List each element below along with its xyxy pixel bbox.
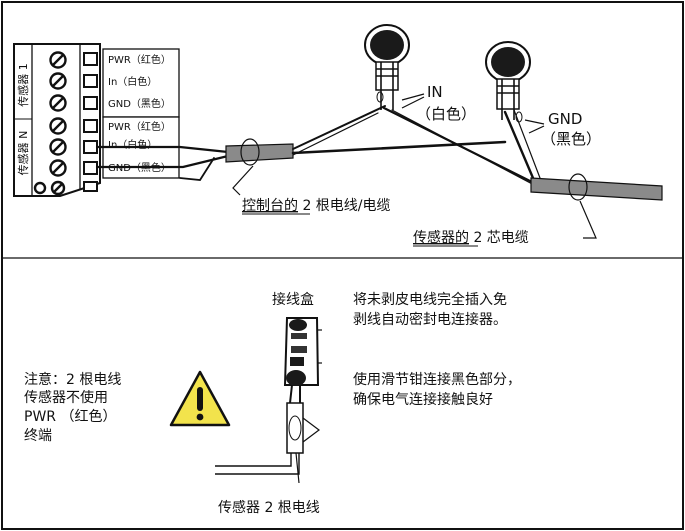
terminal-label-pwr-1: PWR（红色） — [108, 53, 171, 66]
wire-labels: IN （白色） GND （黑色） — [401, 83, 601, 148]
connector-detail-title: 接线盒 — [272, 291, 314, 308]
terminal-label-in-n: In（白色） — [108, 138, 157, 151]
wires — [95, 105, 663, 201]
console-cable-label: 控制台的 2 根电线/电缆 — [242, 198, 391, 214]
instruction-1-line-1: 将未剥皮电线完全插入免 — [353, 291, 507, 308]
connector-gnd — [485, 41, 531, 123]
warning-line-1: 注意：2 根电线 — [24, 371, 121, 388]
gnd-label: GND — [548, 110, 582, 128]
terminal-slots — [83, 52, 98, 192]
gnd-color-label: （黑色） — [541, 130, 601, 148]
warning-triangle-icon — [169, 370, 231, 427]
sensor-wires-label: 传感器 2 根电线 — [218, 499, 320, 516]
sensor-cable-label: 传感器的 2 芯电缆 — [413, 229, 529, 246]
instruction-1-line-2: 剥线自动密封电连接器。 — [353, 311, 507, 328]
instruction-2-line-1: 使用滑节钳连接黑色部分， — [353, 371, 521, 388]
terminal-label-pwr-n: PWR（红色） — [108, 120, 171, 133]
terminal-block: 传感器 1 传感器 N PWR（红色） — [13, 43, 180, 197]
sensor-n-group-label: 传感器 N — [17, 131, 30, 176]
sensor-1-group-label: 传感器 1 — [17, 63, 30, 107]
terminal-labels: PWR（红色） In（白色） GND（黑色） PWR（红色） In（白色） GN… — [102, 48, 180, 179]
in-label: IN — [427, 83, 443, 101]
terminal-screws — [33, 51, 67, 196]
warning-line-2: 传感器不使用 — [24, 389, 108, 406]
connector-detail: 接线盒 传感器 2 根电线 — [215, 291, 322, 516]
instructions: 将未剥皮电线完全插入免 剥线自动密封电连接器。 使用滑节钳连接黑色部分， 确保电… — [353, 291, 521, 408]
warning-line-4: 终端 — [24, 428, 52, 444]
terminal-label-gnd-1: GND（黑色） — [108, 97, 171, 110]
instruction-2-line-2: 确保电气连接接触良好 — [353, 391, 493, 408]
warning-note: 注意：2 根电线 传感器不使用 PWR （红色） 终端 — [24, 371, 121, 444]
connector-in — [364, 24, 410, 110]
sensor-cable-cut-marker — [568, 173, 588, 201]
sensor-cable — [530, 177, 663, 201]
terminal-label-in-1: In（白色） — [108, 75, 157, 88]
in-color-label: （白色） — [416, 105, 476, 123]
warning-line-3: PWR （红色） — [24, 408, 116, 425]
console-cable-cut-marker — [240, 138, 260, 166]
cable-callouts: 控制台的 2 根电线/电缆 传感器的 2 芯电缆 — [232, 165, 597, 247]
